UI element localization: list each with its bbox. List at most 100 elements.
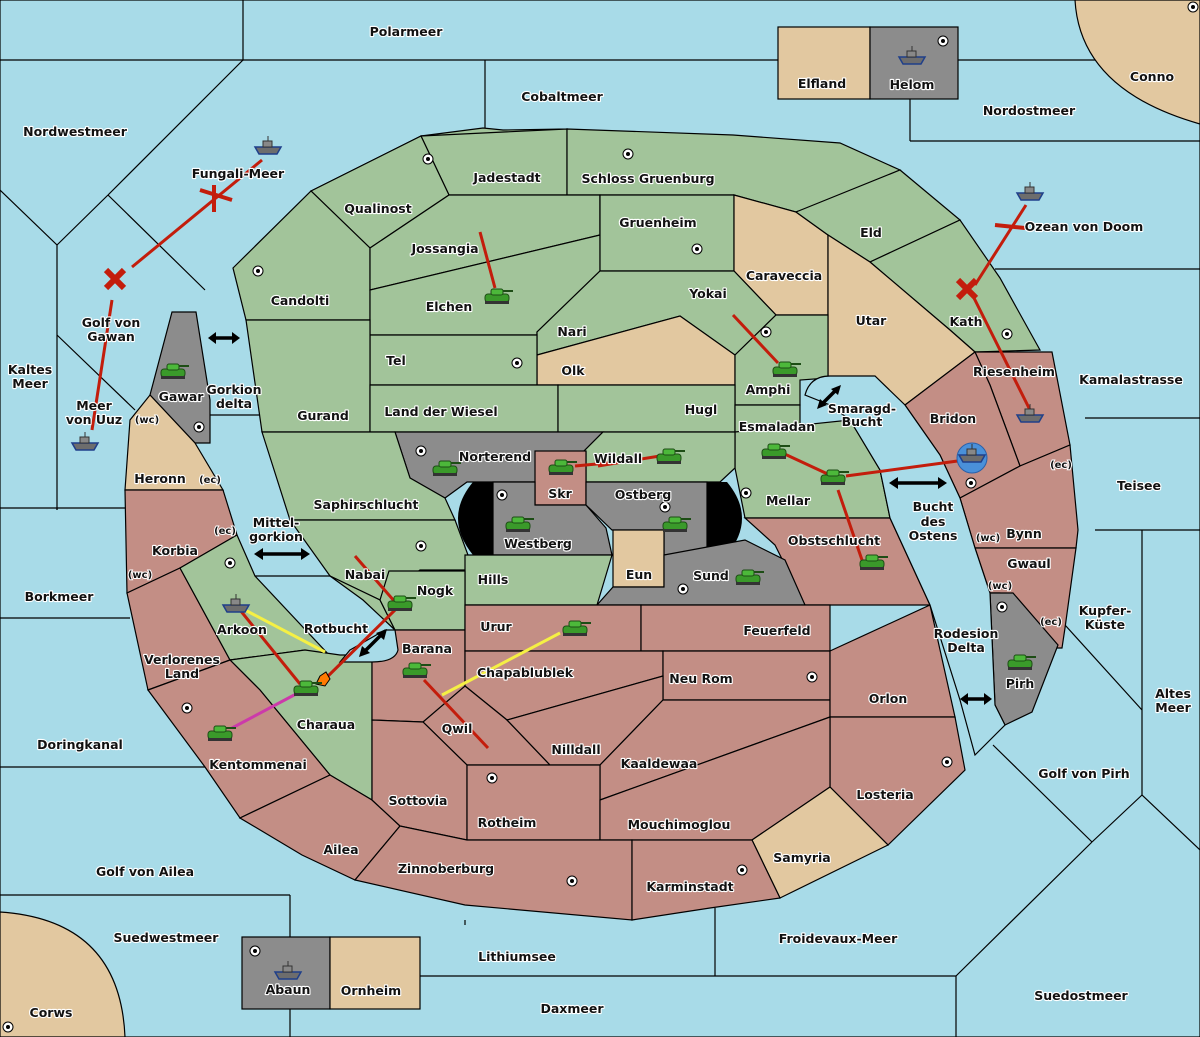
label-orlon: Orlon (869, 691, 908, 706)
label-westberg: Westberg (504, 536, 572, 551)
label-heronn: Heronn (134, 471, 186, 486)
impassable-east (707, 482, 742, 555)
army-tank-icon[interactable] (859, 554, 888, 570)
coast-label: (ec) (214, 526, 236, 537)
supply-center-icon (415, 540, 427, 552)
label-urur: Urur (480, 619, 512, 634)
supply-center-icon (937, 35, 949, 47)
fleet-unit-icon[interactable] (253, 136, 283, 155)
label-froidevaux: Froidevaux-Meer (779, 931, 898, 946)
label-eun: Eun (626, 567, 652, 582)
label-gorkion: Gorkion (206, 382, 261, 397)
double-arrow-icon (817, 385, 841, 409)
label-wildall: Wildall (594, 451, 642, 466)
army-tank-icon[interactable] (293, 680, 322, 696)
label-suedostmeer: Suedostmeer (1034, 988, 1128, 1003)
supply-center-icon (252, 265, 264, 277)
label-esmaladan: Esmaladan (739, 419, 815, 434)
double-arrow-icon (254, 548, 310, 560)
move-order (973, 204, 1028, 286)
label-ornheim: Ornheim (341, 983, 401, 998)
army-tank-icon[interactable] (761, 443, 790, 459)
label-mittel-2: gorkion (249, 529, 303, 544)
supply-center-icon (511, 357, 523, 369)
supply-center-icon (224, 557, 236, 569)
supply-center-icon (622, 148, 634, 160)
label-schloss: Schloss Gruenburg (581, 171, 714, 186)
label-chapablublek: Chapablublek (477, 665, 574, 680)
army-tank-icon[interactable] (387, 595, 416, 611)
territory-elfland[interactable] (777, 26, 871, 100)
move-order (731, 313, 780, 365)
army-tank-icon[interactable] (484, 288, 513, 304)
territory-karminstadt[interactable] (631, 839, 781, 921)
label-kupfer-2: Küste (1085, 617, 1125, 632)
label-korbia: Korbia (152, 543, 198, 558)
move-order (478, 231, 497, 289)
sea-bucht-des-ostens[interactable] (804, 375, 1006, 757)
supply-center-icon (760, 326, 772, 338)
double-arrow-icon (208, 332, 240, 344)
territory-gruenheim[interactable] (599, 194, 735, 272)
fleet-unit-icon[interactable] (1015, 404, 1045, 423)
army-tank-icon[interactable] (432, 460, 461, 476)
label-rodesion-2: Delta (947, 640, 985, 655)
army-tank-icon[interactable] (402, 662, 431, 678)
fleet-unit-icon[interactable] (273, 961, 303, 980)
label-altes-2: Meer (1155, 700, 1191, 715)
label-olk: Olk (561, 363, 585, 378)
fleet-unit-icon[interactable] (70, 432, 100, 451)
label-sund: Sund (693, 568, 729, 583)
army-tank-icon[interactable] (1007, 654, 1036, 670)
fleet-unit-icon[interactable] (1015, 182, 1045, 201)
label-kupfer: Kupfer- (1079, 603, 1132, 618)
label-barana: Barana (402, 641, 452, 656)
label-feuerfeld: Feuerfeld (743, 623, 810, 638)
double-arrow-icon (960, 693, 992, 705)
army-tank-icon[interactable] (562, 620, 591, 636)
label-golf-gawan: Golf von (82, 315, 141, 330)
supply-center-icon (566, 875, 578, 887)
army-tank-icon[interactable] (656, 448, 685, 464)
label-saphirschlucht: Saphirschlucht (314, 497, 419, 512)
label-uuz-2: von Uuz (66, 412, 122, 427)
label-utar: Utar (856, 313, 888, 328)
label-rotbucht: Rotbucht (304, 621, 368, 636)
army-tank-icon[interactable] (505, 516, 534, 532)
territory-conno[interactable] (1074, 0, 1200, 125)
label-smaragd: Smaragd- (828, 401, 896, 416)
fleet-unit-icon[interactable] (221, 594, 251, 613)
move-order (131, 158, 263, 269)
move-order (836, 489, 864, 561)
label-charaua: Charaua (297, 717, 355, 732)
label-borkmeer: Borkmeer (25, 589, 95, 604)
supply-center-icon (691, 243, 703, 255)
army-tank-icon[interactable] (772, 361, 801, 377)
label-golf-ailea: Golf von Ailea (96, 864, 194, 879)
label-daxmeer: Daxmeer (540, 1001, 604, 1016)
label-gorkion-2: delta (216, 396, 252, 411)
army-tank-icon[interactable] (207, 725, 236, 741)
fleet-unit-icon[interactable] (897, 46, 927, 65)
territory-corws[interactable] (0, 911, 126, 1037)
supply-center-icon (740, 487, 752, 499)
army-tank-icon[interactable] (820, 469, 849, 485)
army-tank-icon[interactable] (548, 459, 577, 475)
fleet-unit-icon[interactable] (957, 444, 987, 463)
army-tank-icon[interactable] (160, 363, 189, 379)
label-suedwestmeer: Suedwestmeer (114, 930, 220, 945)
move-order (238, 609, 302, 685)
label-eld: Eld (860, 225, 882, 240)
army-tank-icon[interactable] (735, 569, 764, 585)
label-amphi: Amphi (746, 382, 791, 397)
label-qwil: Qwil (442, 721, 473, 736)
territory-eun[interactable] (612, 529, 665, 588)
label-yokai: Yokai (688, 286, 727, 301)
army-tank-icon[interactable] (662, 516, 691, 532)
territory-ornheim[interactable] (329, 936, 421, 1010)
order-failed-mark (994, 223, 1026, 230)
territory-obstschlucht[interactable] (743, 517, 931, 606)
supply-center-icon (1001, 328, 1013, 340)
